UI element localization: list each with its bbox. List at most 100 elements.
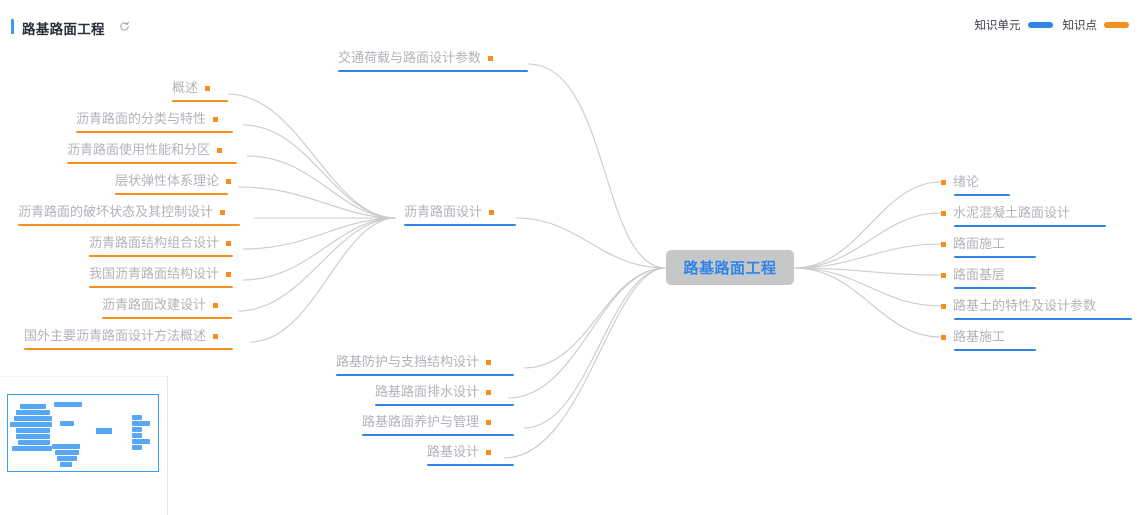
node-marker-dot [486,360,492,365]
minimap-center-node [96,428,112,434]
minimap-node [132,415,142,420]
node-marker-dot [213,334,219,339]
node-marker-dot [941,273,946,278]
page-title: 路基路面工程 [22,22,105,37]
legend-swatch-unit [1027,22,1053,28]
legend-item-unit: 知识单元 [975,17,1053,33]
node-marker-dot [226,179,232,184]
minimap-node [10,422,52,427]
node-marker-dot [486,450,492,455]
center-node-label: 路基路面工程 [683,260,777,277]
node-marker-dot [489,210,495,215]
node-underline [24,347,233,350]
node-left-point-4[interactable]: 层状弹性体系理论 [115,171,232,195]
node-label: 路基设计 [427,444,480,459]
node-right-unit-6[interactable]: 路基施工 [941,327,1036,351]
node-asphalt-design[interactable]: 沥青路面设计 [404,202,516,226]
header-accent-bar [11,19,14,34]
node-marker-dot [941,211,946,216]
legend: 知识单元 知识点 [975,17,1129,33]
minimap-viewport[interactable] [7,394,159,472]
node-marker-dot [941,335,946,340]
node-underline [427,463,514,466]
node-left-point-6[interactable]: 沥青路面结构组合设计 [89,233,233,257]
minimap-panel[interactable] [0,376,168,515]
minimap-node [20,404,46,409]
node-right-unit-5[interactable]: 路基土的特性及设计参数 [941,296,1132,320]
minimap-node [132,433,142,438]
node-marker-dot [213,303,219,308]
node-left-point-1[interactable]: 概述 [172,78,228,102]
node-underline [67,161,237,164]
node-left-point-5[interactable]: 沥青路面的破坏状态及其控制设计 [18,202,240,226]
node-label: 概述 [172,80,199,95]
node-label: 路基施工 [953,329,1006,344]
node-left-point-9[interactable]: 国外主要沥青路面设计方法概述 [24,326,233,350]
legend-label-point: 知识点 [1062,20,1098,32]
node-marker-dot [226,272,232,277]
node-marker-dot [488,56,494,61]
minimap-node [132,445,142,450]
minimap-node [16,434,50,439]
node-right-unit-4[interactable]: 路面基层 [941,265,1036,289]
center-node[interactable]: 路基路面工程 [666,250,794,285]
node-right-unit-3[interactable]: 路面施工 [941,234,1036,258]
node-label: 层状弹性体系理论 [115,173,220,188]
node-label: 我国沥青路面结构设计 [89,266,220,281]
node-left-point-2[interactable]: 沥青路面的分类与特性 [76,109,233,133]
node-underline [89,254,233,257]
node-bottom-unit-4[interactable]: 路基设计 [427,442,514,466]
node-label: 沥青路面设计 [404,204,483,219]
minimap-node [16,428,50,433]
legend-swatch-point [1104,22,1129,28]
node-marker-dot [486,420,492,425]
node-marker-dot [226,241,232,246]
node-underline [89,285,233,288]
node-traffic-load[interactable]: 交通荷载与路面设计参数 [338,48,528,72]
node-underline [102,316,232,319]
node-label: 水泥混凝土路面设计 [953,205,1071,220]
node-marker-dot [205,86,211,91]
minimap-node [14,416,52,421]
node-marker-dot [941,242,946,247]
node-underline [954,348,1036,351]
minimap-node [18,440,50,445]
node-marker-dot [217,148,223,153]
node-label: 沥青路面的分类与特性 [76,111,207,126]
node-label: 路基路面养护与管理 [362,414,480,429]
node-bottom-unit-2[interactable]: 路基路面排水设计 [375,382,514,406]
minimap-node [12,446,52,451]
minimap-node [132,421,150,426]
node-underline [954,224,1106,227]
node-left-point-3[interactable]: 沥青路面使用性能和分区 [67,140,237,164]
node-bottom-unit-1[interactable]: 路基防护与支挡结构设计 [336,352,514,376]
minimap-node [55,450,79,455]
minimap-node [60,462,72,467]
node-underline [18,223,240,226]
node-right-unit-1[interactable]: 绪论 [941,172,1010,196]
node-underline [954,317,1132,320]
node-label: 沥青路面改建设计 [102,297,207,312]
node-right-unit-2[interactable]: 水泥混凝土路面设计 [941,203,1106,227]
node-bottom-unit-3[interactable]: 路基路面养护与管理 [362,412,514,436]
refresh-icon[interactable] [119,21,130,32]
node-left-point-7[interactable]: 我国沥青路面结构设计 [89,264,233,288]
minimap-node [132,427,142,432]
node-left-point-8[interactable]: 沥青路面改建设计 [102,295,232,319]
node-marker-dot [220,210,226,215]
node-underline [338,69,528,72]
node-underline [404,223,516,226]
node-label: 沥青路面使用性能和分区 [67,142,211,157]
node-marker-dot [486,390,492,395]
node-underline [954,255,1036,258]
node-underline [115,192,228,195]
minimap-node [132,439,150,444]
node-underline [172,99,228,102]
node-underline [954,193,1010,196]
legend-item-point: 知识点 [1062,17,1129,33]
node-underline [76,130,233,133]
node-label: 绪论 [953,174,980,189]
minimap-node [57,456,77,461]
node-label: 路基路面排水设计 [375,384,480,399]
